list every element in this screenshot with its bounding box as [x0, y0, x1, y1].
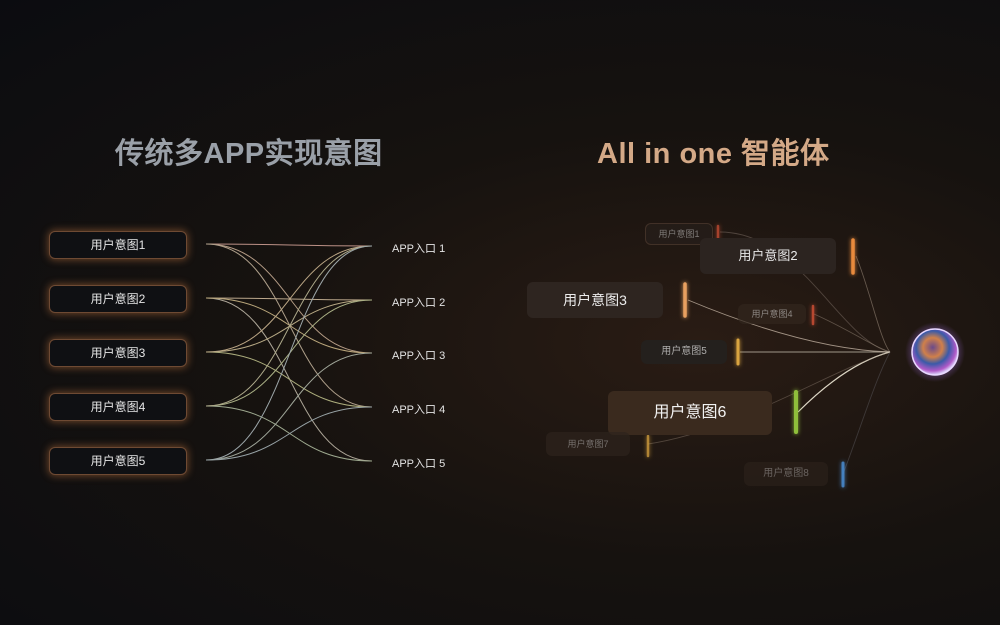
agent-link-8 [842, 351, 891, 475]
left-intent-3: 用户意图3 [49, 339, 187, 367]
connection-1-1 [205, 243, 373, 247]
connection-5-1 [205, 245, 373, 461]
right-intent-3: 用户意图3 [527, 282, 663, 318]
right-intent-4: 用户意图4 [738, 304, 806, 324]
right-intent-6: 用户意图6 [608, 391, 772, 435]
connection-3-4 [205, 351, 373, 408]
connection-5-4 [205, 406, 373, 461]
right-intent-bars [646, 224, 855, 488]
app-entry-4: APP入口 4 [392, 404, 446, 416]
connection-3-1 [205, 245, 373, 353]
right-title: All in one 智能体 [597, 138, 830, 170]
connection-4-2 [205, 299, 373, 407]
agent-link-6 [797, 351, 891, 413]
left-intent-1: 用户意图1 [49, 231, 187, 259]
app-entry-5: APP入口 5 [392, 458, 446, 470]
right-intent-1: 用户意图1 [645, 223, 713, 245]
left-intent-5: 用户意图5 [49, 447, 187, 475]
right-intent-2: 用户意图2 [700, 238, 836, 274]
connection-3-2 [205, 299, 373, 353]
right-connections [647, 231, 891, 475]
connection-2-3 [205, 297, 373, 354]
left-intent-4: 用户意图4 [49, 393, 187, 421]
connection-4-1 [205, 245, 373, 407]
right-intent-7: 用户意图7 [546, 432, 630, 456]
agent-link-2 [855, 255, 891, 353]
agent-link-7 [647, 351, 891, 445]
agent-link-4 [813, 313, 891, 353]
app-entry-1: APP入口 1 [392, 243, 446, 255]
right-intent-5: 用户意图5 [641, 340, 727, 364]
connection-5-3 [205, 352, 373, 461]
app-entry-3: APP入口 3 [392, 350, 446, 362]
left-connections [205, 243, 373, 462]
agent-orb-icon [911, 328, 959, 376]
agent-link-3 [687, 299, 891, 353]
left-title: 传统多APP实现意图 [115, 138, 383, 170]
app-entry-2: APP入口 2 [392, 297, 446, 309]
right-intent-8: 用户意图8 [744, 462, 828, 486]
left-intent-2: 用户意图2 [49, 285, 187, 313]
